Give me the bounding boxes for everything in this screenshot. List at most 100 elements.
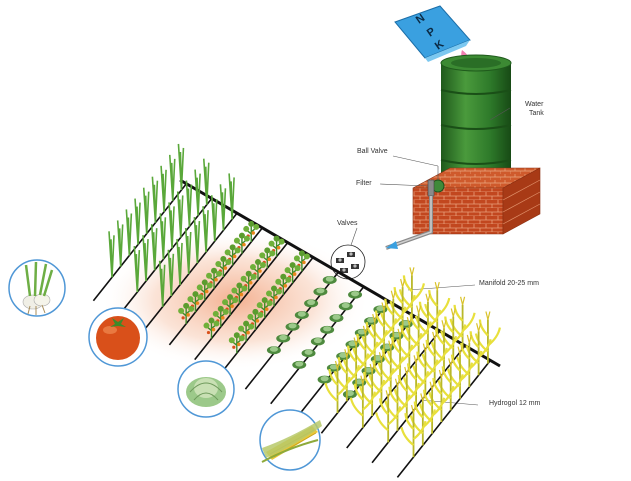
onion-plant (133, 245, 141, 293)
onion-plant (176, 191, 184, 238)
tomato-plant (243, 220, 260, 242)
onion-plant (219, 184, 227, 231)
cabbage-plant (304, 299, 319, 308)
onion-plant (228, 173, 235, 220)
cabbage-plant (338, 302, 353, 311)
onion-plant (210, 195, 218, 242)
water-tank (440, 54, 512, 181)
corn-plant (370, 302, 398, 355)
cabbage-plant (317, 375, 332, 384)
onion-plant (167, 249, 175, 296)
corn-icon (259, 409, 322, 471)
onion-plant (193, 217, 201, 264)
corn-crop-rows (324, 267, 501, 458)
drip-line (346, 330, 441, 449)
tomato-plant (238, 320, 255, 342)
drip-line (371, 345, 466, 464)
tomato-plant (259, 247, 276, 269)
npk-bucket: NPK (394, 5, 471, 62)
onion-plant (158, 260, 166, 307)
hydrogol-label: Hydrogol 12 mm (489, 400, 541, 407)
manifold-label: Manifold 20-25 mm (479, 280, 539, 287)
tomato-plant (275, 273, 292, 295)
valves-cluster (330, 244, 366, 280)
onion-plant (168, 154, 176, 201)
tomato-plant (178, 302, 195, 324)
corn-plant (449, 296, 476, 349)
tomato-plant (228, 332, 245, 354)
drip-line (118, 197, 213, 316)
cabbage-plant (313, 287, 328, 296)
corn-plant (324, 360, 351, 413)
tomato-plant (187, 291, 204, 313)
onion-plant (194, 169, 201, 216)
tomato-plant (196, 279, 213, 301)
cabbage-crop-rows (266, 275, 413, 399)
drip-line (92, 183, 188, 302)
tomato-icon (88, 307, 148, 367)
onion-crop-rows (108, 143, 235, 307)
cabbage-plant (266, 346, 281, 355)
corn-plant (428, 369, 455, 423)
leader-lines (349, 107, 511, 406)
cabbage-plant (342, 390, 357, 399)
corn-plant (375, 390, 402, 443)
corn-plant (349, 375, 376, 428)
cabbage-plant (301, 349, 316, 358)
tomato-plant (215, 256, 232, 278)
onion-plant (116, 220, 124, 267)
tomato-plant (233, 232, 250, 254)
tomato-plant (256, 297, 273, 319)
drip-line (219, 256, 314, 375)
cabbage-plant (292, 360, 307, 369)
cabbage-icon (177, 360, 235, 418)
onion-plant (159, 213, 167, 260)
cabbage-plant (322, 275, 337, 284)
tomato-plant (206, 267, 223, 289)
tomato-plant (247, 308, 264, 330)
tomato-plant (212, 305, 229, 327)
corn-plant (398, 267, 425, 320)
onion-icon (8, 259, 66, 317)
filter-icon (427, 179, 435, 197)
onion-plant (151, 176, 159, 223)
onion-plant (125, 209, 133, 256)
onion-plant (108, 231, 115, 278)
corn-plant (380, 290, 407, 343)
cabbage-plant (276, 334, 291, 343)
tomato-plant (231, 282, 248, 304)
drip-line (396, 359, 492, 478)
onion-plant (134, 198, 141, 245)
tomato-plant (266, 285, 283, 307)
tomato-plant (284, 262, 301, 284)
onion-plant (142, 187, 150, 234)
onion-plant (202, 158, 210, 205)
drip-line (143, 212, 238, 331)
drip-line (168, 227, 264, 346)
water-tank-label-line2: Tank (529, 110, 544, 117)
onion-plant (177, 143, 185, 191)
water-tank-label-line1: Water (525, 101, 544, 108)
filter-label: Filter (356, 180, 372, 187)
tomato-plant (203, 317, 220, 339)
onion-plant (202, 206, 209, 253)
drip-line (194, 242, 289, 361)
cabbage-plant (310, 337, 325, 346)
ball-valve-label: Ball Valve (357, 148, 388, 155)
cabbage-plant (285, 322, 300, 331)
corn-plant (400, 404, 427, 458)
onion-plant (150, 224, 158, 271)
tomato-plant (222, 294, 239, 316)
flow-arrow-icon (386, 241, 398, 249)
tomato-plant (249, 259, 266, 281)
manifold-pipe (179, 178, 501, 368)
corn-plant (377, 340, 404, 393)
brick-platform (412, 167, 541, 235)
cabbage-plant (320, 325, 335, 334)
tomato-crop-rows (178, 220, 310, 354)
onion-plant (168, 202, 175, 249)
cabbage-plant (294, 311, 309, 320)
onion-plant (184, 227, 192, 275)
valves-label: Valves (337, 220, 358, 227)
